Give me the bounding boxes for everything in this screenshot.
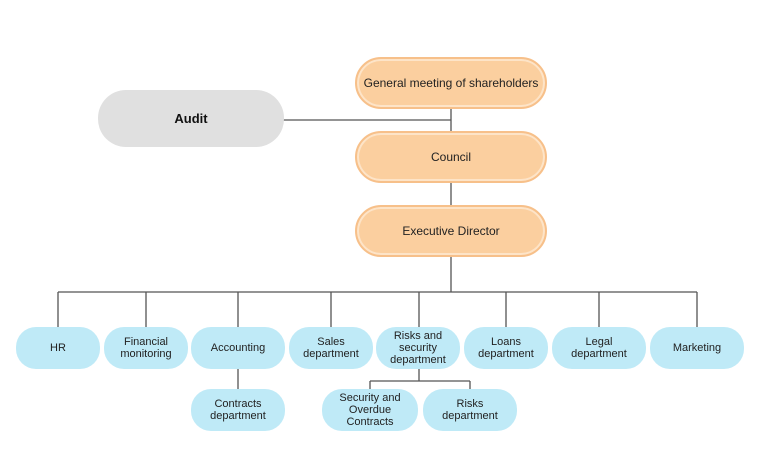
- node-shareholders[interactable]: General meeting of shareholders: [355, 57, 547, 109]
- node-label: Executive Director: [402, 224, 500, 238]
- node-label: Marketing: [672, 342, 722, 354]
- node-sales[interactable]: Sales department: [289, 327, 373, 369]
- node-risks[interactable]: Risks department: [423, 389, 517, 431]
- node-label: Risks and security department: [390, 330, 446, 366]
- node-label: Audit: [174, 111, 208, 126]
- node-financial-monitoring[interactable]: Financial monitoring: [104, 327, 188, 369]
- node-label: General meeting of shareholders: [363, 76, 539, 90]
- node-label: Council: [430, 150, 472, 164]
- node-accounting[interactable]: Accounting: [191, 327, 285, 369]
- node-audit[interactable]: Audit: [98, 90, 284, 147]
- node-loans[interactable]: Loans department: [464, 327, 548, 369]
- node-label: Accounting: [210, 342, 266, 354]
- node-label: Contracts department: [210, 398, 266, 422]
- node-label: HR: [50, 342, 66, 354]
- node-label: Financial monitoring: [120, 336, 172, 360]
- node-risks-security[interactable]: Risks and security department: [376, 327, 460, 369]
- node-hr[interactable]: HR: [16, 327, 100, 369]
- node-label: Legal department: [571, 336, 627, 360]
- node-label: Risks department: [442, 398, 498, 422]
- node-executive-director[interactable]: Executive Director: [355, 205, 547, 257]
- node-marketing[interactable]: Marketing: [650, 327, 744, 369]
- node-contracts[interactable]: Contracts department: [191, 389, 285, 431]
- node-label: Sales department: [303, 336, 359, 360]
- node-security-overdue[interactable]: Security and Overdue Contracts: [322, 389, 418, 431]
- node-council[interactable]: Council: [355, 131, 547, 183]
- node-legal[interactable]: Legal department: [552, 327, 646, 369]
- node-label: Security and Overdue Contracts: [339, 392, 401, 428]
- node-label: Loans department: [478, 336, 534, 360]
